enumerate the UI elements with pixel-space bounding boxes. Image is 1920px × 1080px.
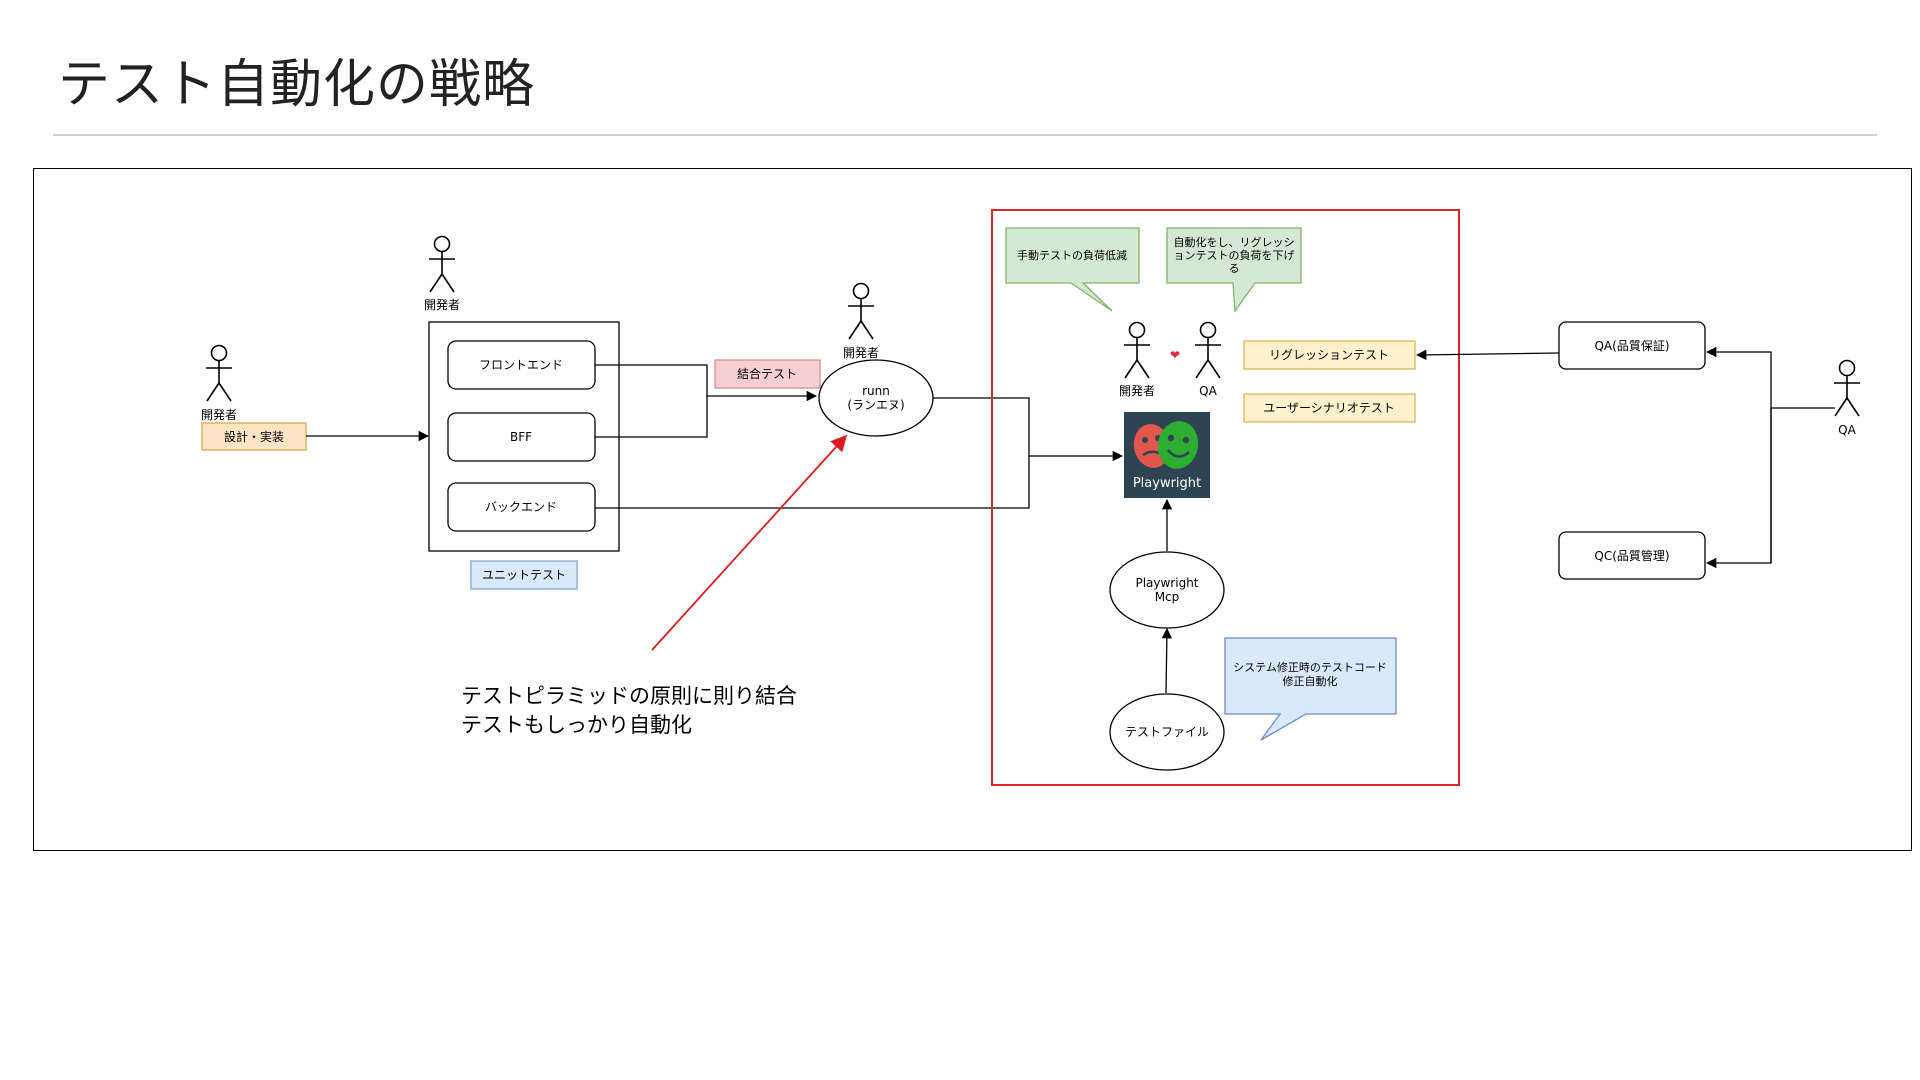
actor-developer-right-label: 開発者 [1119, 384, 1155, 398]
callout-regression-line1: 自動化をし、リグレッシ [1174, 235, 1295, 249]
annotation-red-arrow [651, 434, 848, 651]
actor-developer-right [1124, 321, 1150, 379]
actor-qa-right-label: QA [1199, 384, 1217, 398]
annotation-line2: テストもしっかり自動化 [461, 713, 692, 737]
actor-qa-far [1834, 359, 1860, 417]
actor-developer-top-label: 開発者 [424, 298, 460, 312]
connector-bff-to-runn [595, 396, 708, 438]
connector-qa-to-regression [1415, 349, 1560, 361]
actor-developer-mid-label: 開発者 [843, 346, 879, 360]
runn-label-line1: runn [862, 384, 890, 398]
actor-developer-left-label: 開発者 [201, 408, 237, 422]
backend-box [447, 482, 596, 532]
connector-trunk-to-qa [1705, 346, 1772, 563]
qc-control-box [1558, 531, 1706, 580]
playwright-mcp-line2: Mcp [1155, 590, 1180, 604]
user-scenario-test-label: ユーザーシナリオテスト [1263, 401, 1395, 415]
callout-manual-text: 手動テストの負荷低減 [1017, 248, 1127, 262]
connector-backend-to-playwright [595, 456, 1030, 509]
connector-testfile-to-mcp [1161, 627, 1173, 694]
runn-label-line2: (ランエヌ) [847, 398, 904, 412]
qc-control-label: QC(品質管理) [1594, 548, 1669, 563]
qa-assurance-box [1558, 321, 1706, 370]
playwright-logo-icon [1124, 412, 1210, 498]
callout-system-fix-line1: システム修正時のテストコード [1233, 660, 1387, 674]
unit-test-label: ユニットテスト [482, 568, 566, 582]
callout-regression-line2: ョンテストの負荷を下げ [1174, 249, 1295, 262]
bff-label: BFF [510, 430, 532, 444]
title-divider [53, 134, 1877, 136]
diagram-frame [33, 168, 1912, 851]
actor-developer-mid [848, 282, 874, 340]
user-scenario-test-box [1243, 393, 1416, 423]
actor-qa-right [1195, 321, 1221, 379]
qa-assurance-label: QA(品質保証) [1594, 338, 1669, 353]
connector-trunk-to-qc [1705, 408, 1772, 569]
actor-developer-top [429, 235, 455, 293]
backend-label: バックエンド [485, 500, 557, 514]
unit-test-box [470, 560, 578, 590]
connector-frontend-to-runn [595, 364, 818, 402]
connector-runn-to-playwright [933, 397, 1124, 462]
callout-regression-bubble [1166, 227, 1302, 313]
slide-title: テスト自動化の戦略 [58, 55, 536, 115]
test-file-label: テストファイル [1125, 725, 1209, 739]
heart-icon: ❤ [1170, 348, 1180, 362]
actor-developer-left [206, 344, 232, 402]
integration-test-label: 結合テスト [737, 366, 797, 381]
callout-system-fix-bubble [1224, 637, 1397, 741]
playwright-logo-text: Playwright [1133, 476, 1201, 491]
red-focus-frame [991, 209, 1460, 786]
callout-regression-line3: る [1229, 262, 1240, 275]
regression-test-label: リグレッションテスト [1269, 348, 1389, 362]
design-note-label: 設計・実装 [224, 429, 284, 444]
regression-test-box [1243, 340, 1416, 370]
callout-manual-bubble [1005, 227, 1140, 312]
test-file-node [1109, 693, 1225, 771]
actor-qa-far-label: QA [1838, 423, 1856, 437]
callout-system-fix-line2: 修正自動化 [1283, 674, 1338, 688]
playwright-mcp-line1: Playwright [1135, 576, 1198, 590]
annotation-line1: テストピラミッドの原則に則り結合 [461, 684, 797, 708]
frontend-label: フロントエンド [479, 358, 563, 372]
integration-test-box [714, 359, 821, 389]
